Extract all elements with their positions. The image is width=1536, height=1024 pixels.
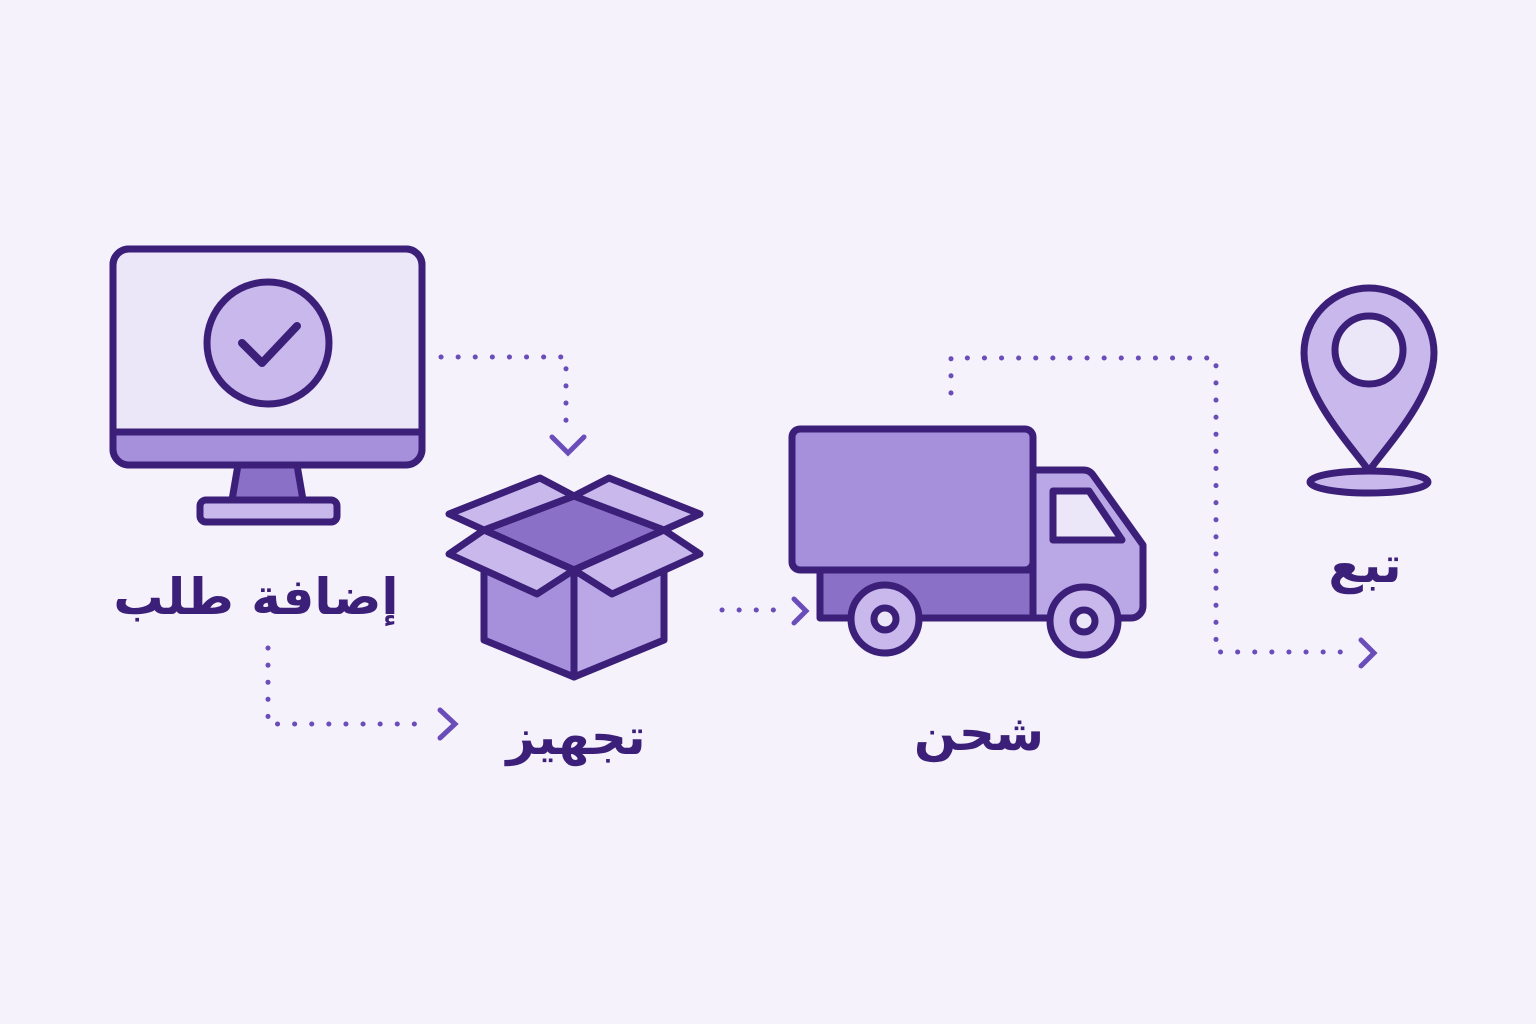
monitor-check-icon [109,245,426,526]
step-label-add-order: إضافة طلب [113,568,399,626]
delivery-truck-icon [788,425,1147,659]
connector-label-to-box [265,645,459,741]
step-label-ship: شحن [913,704,1045,762]
location-pin-icon [1300,284,1438,497]
connector-truck-to-pin [948,355,1378,669]
connector-monitor-to-box [438,354,587,457]
open-box-icon [445,474,704,681]
step-label-prepare: تجهيز [506,708,646,766]
connector-box-to-truck [719,596,810,626]
step-label-track: تبع [1328,536,1402,594]
